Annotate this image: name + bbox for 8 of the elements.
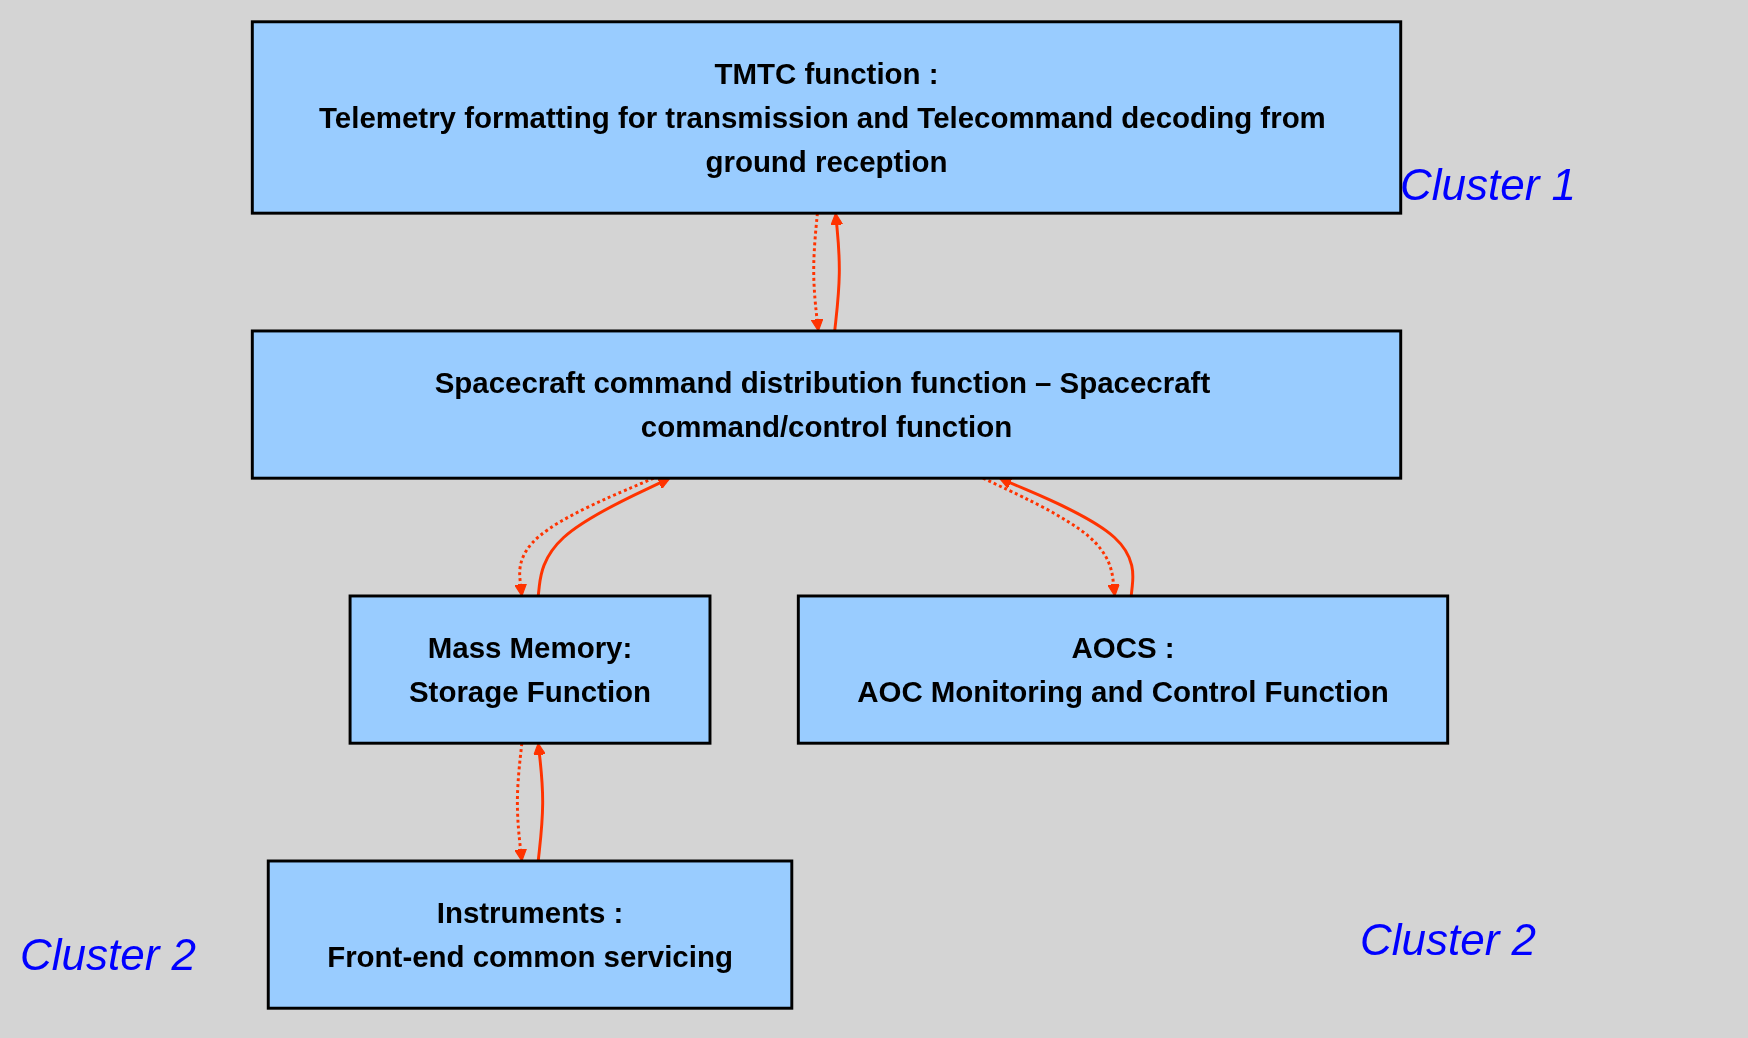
node-box: TMTC function : Telemetry formatting for transmission and Telecommand decoding from ground reception xyxy=(250,20,1403,215)
node-box: Spacecraft command distribution function – Spacecraft command/control function xyxy=(250,329,1403,480)
node-box: Instruments : Front-end common servicing xyxy=(266,859,794,1010)
cluster-label: Cluster 2 xyxy=(20,930,197,980)
node-box: AOCS : AOC Monitoring and Control Function xyxy=(796,594,1450,745)
cluster-label: Cluster 1 xyxy=(1400,160,1577,210)
node-box: Mass Memory: Storage Function xyxy=(348,594,712,745)
cluster-label: Cluster 2 xyxy=(1360,915,1537,965)
